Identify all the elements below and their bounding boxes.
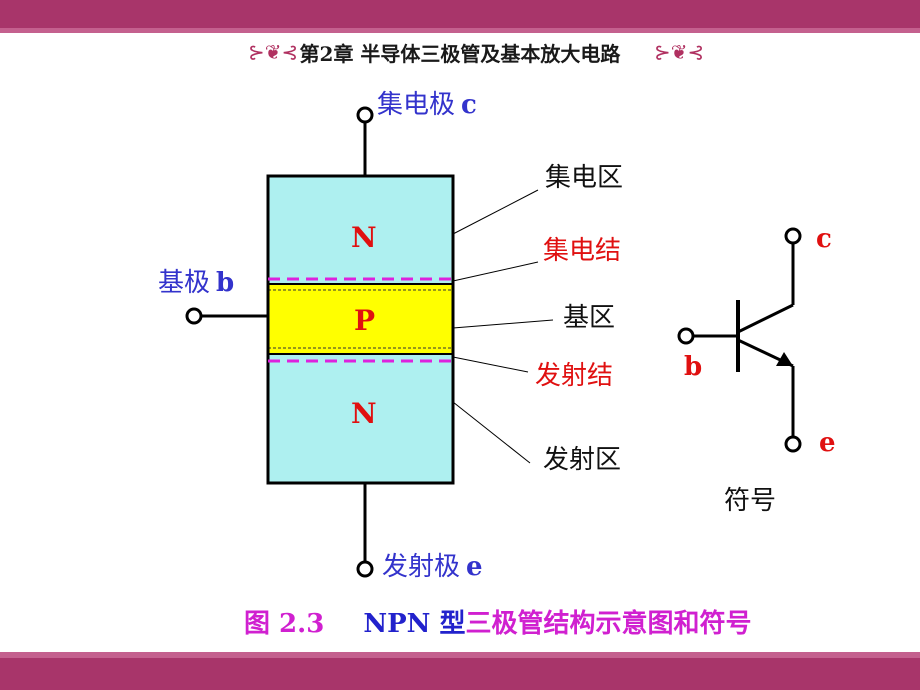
emitter-region-label: 发射区 (543, 445, 622, 475)
header-ornament-left-icon: ⊱❦⊰ (248, 40, 299, 64)
leader-emitter-region (452, 401, 531, 464)
caption-figure-number: 图 2.3 (244, 609, 325, 639)
middle-p-label: P (354, 304, 376, 337)
top-band-stripe (0, 28, 920, 33)
npn-symbol (677, 227, 802, 453)
bottom-band (0, 658, 920, 690)
collector-terminal (356, 106, 374, 124)
figure-caption: 图 2.3 NPN 型三极管结构示意图和符号 (244, 603, 752, 640)
leader-base-region (452, 319, 554, 329)
collector-region-label: 集电区 (545, 163, 624, 193)
symbol-e-terminal (784, 435, 802, 453)
symbol-c-terminal (784, 227, 802, 245)
top-band (0, 0, 920, 28)
transistor-outline (266, 174, 455, 485)
header-ornament-right-icon: ⊱❦⊰ (654, 40, 705, 64)
leader-collector-region (452, 189, 539, 235)
base-region-label: 基区 (563, 303, 616, 333)
collector-junction-label: 集电结 (543, 236, 622, 266)
emitter-terminal (356, 560, 374, 578)
symbol-e-label: e (819, 428, 836, 458)
symbol-b-terminal (677, 327, 695, 345)
base-terminal (185, 307, 203, 325)
symbol-c-label: c (816, 224, 832, 254)
caption-text: 三极管结构示意图和符号 (465, 609, 752, 639)
bottom-band-stripe (0, 652, 920, 658)
emitter-junction-label: 发射结 (535, 361, 614, 391)
leader-emitter-junction (452, 356, 529, 373)
top-n-label: N (351, 221, 377, 254)
caption-type: NPN (363, 609, 431, 639)
caption-xing: 型 (439, 609, 466, 639)
symbol-label: 符号 (724, 486, 777, 516)
symbol-arrow-icon (776, 352, 793, 366)
page-title: 第2章 半导体三极管及基本放大电路 (299, 42, 621, 66)
p-region (268, 284, 453, 354)
leader-collector-junction (452, 261, 539, 282)
symbol-b-label: b (684, 352, 703, 382)
bottom-n-label: N (351, 397, 377, 430)
